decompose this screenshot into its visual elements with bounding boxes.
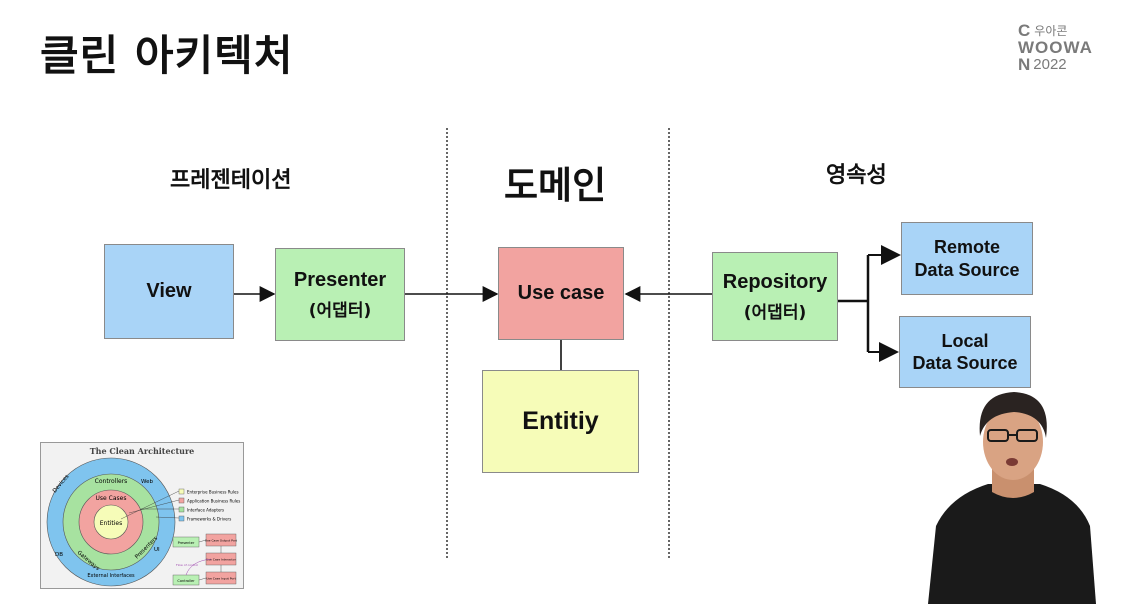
entity-label: Entitiy <box>522 407 599 435</box>
presenter-label: Presenter <box>293 268 387 291</box>
logo-letter-c: C <box>1018 21 1032 40</box>
thumb-ui: UI <box>154 547 160 553</box>
thumb-web: Web <box>141 479 153 485</box>
thumb-entities: Entities <box>100 520 122 527</box>
person-mouth <box>1006 458 1018 466</box>
person-body <box>928 484 1096 604</box>
thumb-legend-1: Application Business Rules <box>187 499 240 504</box>
remote-datasource-box: Remote Data Source <box>901 222 1033 295</box>
view-label: View <box>146 280 192 302</box>
thumb-legend-0: Enterprise Business Rules <box>187 490 239 495</box>
thumb-flow-label: Flow of control <box>176 563 198 567</box>
local-datasource-box: Local Data Source <box>899 316 1031 388</box>
logo-letter-n: N <box>1018 55 1032 74</box>
repository-sublabel: (어댑터) <box>743 302 807 323</box>
thumb-flow-presenter: Presenter <box>178 541 195 545</box>
ring-entities <box>93 504 129 540</box>
repository-label: Repository <box>722 270 828 293</box>
thumb-legend-3: Frameworks & Drivers <box>187 517 231 522</box>
presenter-sublabel: (어댑터) <box>308 300 372 321</box>
thumb-legend-2: Interface Adapters <box>187 508 224 513</box>
repository-box: Repository (어댑터) <box>712 252 838 341</box>
thumbnail-graphic: Entities Use Cases Controllers Gateways … <box>46 457 240 587</box>
logo-year: 2022 <box>1033 56 1067 73</box>
presenter-person-video <box>928 392 1096 604</box>
section-domain: 도메인 <box>504 164 607 207</box>
entity-box: Entitiy <box>482 370 639 473</box>
logo-woowa: WOOWA <box>1018 38 1093 57</box>
page-title: 클린 아키텍처 <box>40 31 294 80</box>
thumb-db: DB <box>55 552 63 558</box>
thumb-flow-interactor: Use Case Interactor <box>206 558 236 562</box>
person-hair <box>979 392 1047 438</box>
thumb-flow-inport: Use Case Input Port <box>206 577 236 581</box>
local-label-line1: Local <box>941 330 989 351</box>
thumbnail-title: The Clean Architecture <box>89 446 195 456</box>
thumb-flow-controller: Controller <box>177 579 195 583</box>
logo-small-text: 우아콘 <box>1034 23 1068 38</box>
view-box: View <box>104 244 234 339</box>
presenter-box: Presenter (어댑터) <box>275 248 405 341</box>
section-persistence: 영속성 <box>826 163 887 188</box>
remote-label-line2: Data Source <box>914 259 1020 280</box>
remote-label-line1: Remote <box>933 237 1000 257</box>
section-presentation: 프레젠테이션 <box>170 168 292 193</box>
usecase-label: Use case <box>517 282 605 304</box>
thumb-flow-outport: Use Case Output Port <box>205 539 238 543</box>
person-face <box>983 404 1043 480</box>
divider-left <box>446 128 448 558</box>
thumb-usecases: Use Cases <box>96 495 127 502</box>
divider-right <box>668 128 670 558</box>
usecase-box: Use case <box>498 247 624 340</box>
thumb-controllers: Controllers <box>95 478 128 485</box>
clean-architecture-thumbnail: The Clean Architecture Entities Use Case… <box>40 442 244 589</box>
local-label-line2: Data Source <box>912 353 1018 373</box>
thumb-external: External Interfaces <box>87 573 135 579</box>
